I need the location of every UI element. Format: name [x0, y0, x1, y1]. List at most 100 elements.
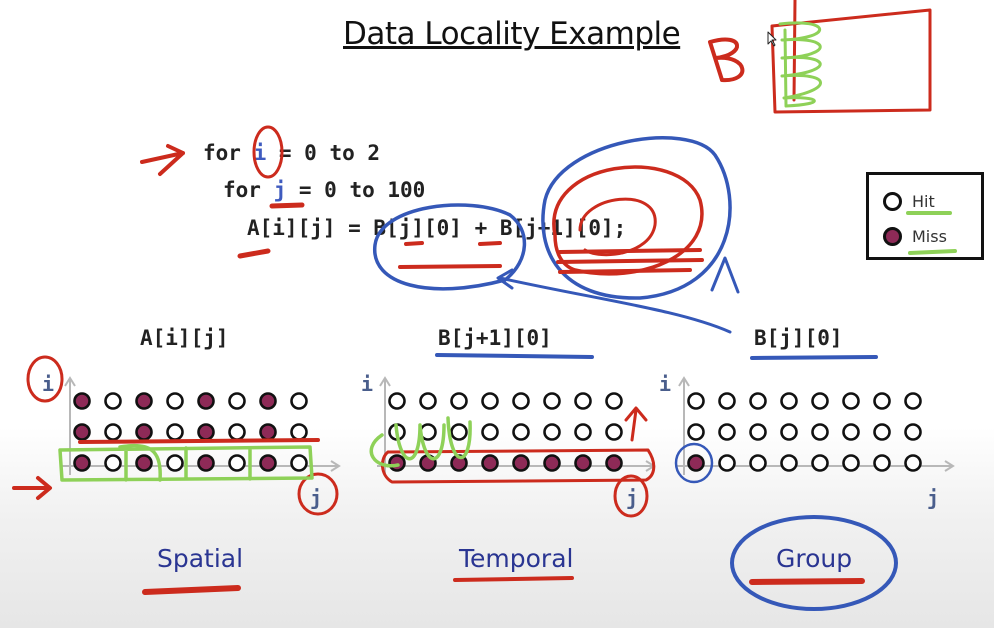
- grid-A-hit-dot: [228, 392, 246, 410]
- code-line-inner-loop: for j = 0 to 100: [223, 178, 425, 202]
- caption-spatial-underline: [142, 585, 241, 595]
- grid-A-hit-dot: [104, 454, 122, 472]
- cursor-icon: [767, 31, 777, 47]
- grid-Bj0-hit-dot: [842, 392, 860, 410]
- caption-group-circle: [730, 515, 898, 611]
- caption-spatial: Spatial: [157, 544, 244, 573]
- sketch-letter-B: [708, 37, 745, 83]
- sketch-matrix-box: [770, 8, 932, 114]
- grid-A-hit-dot: [228, 423, 246, 441]
- grid-A-hit-dot: [104, 423, 122, 441]
- grid-Bj0-hit-dot: [904, 423, 922, 441]
- grid-Bj0-hit-dot: [780, 454, 798, 472]
- grid-A-miss-dot: [197, 392, 215, 410]
- up-arrow: [710, 256, 740, 294]
- grid-A-j-circle: [297, 472, 339, 516]
- grid-Bj0-hit-dot: [811, 423, 829, 441]
- legend-miss-underline: [908, 249, 957, 255]
- grid-Bj1-hit-dot: [574, 423, 592, 441]
- grid-Bj1-hit-dot: [481, 392, 499, 410]
- code-keyword: for: [223, 178, 274, 202]
- grid-A-miss-dot: [135, 392, 153, 410]
- grid-Bj0-hit-dot: [749, 454, 767, 472]
- grid-Bj0-miss-circle: [674, 442, 714, 484]
- miss-marker-icon: [883, 227, 902, 246]
- grid-A-x-axis-label: j: [310, 486, 323, 510]
- grid-Bj1-hit-dot: [512, 423, 530, 441]
- grid-Bj0-hit-dot: [780, 392, 798, 410]
- loop-var-i: i: [253, 141, 267, 165]
- grid-Bj0-hit-dot: [718, 423, 736, 441]
- grid-A-miss-dot: [73, 454, 91, 472]
- legend-hit-label: Hit: [912, 192, 935, 211]
- grid-Bj0-hit-dot: [904, 454, 922, 472]
- grid-Bj0-hit-dot: [811, 392, 829, 410]
- grid-A-label: A[i][j]: [140, 326, 229, 350]
- grid-Bj0-x-axis-label: j: [927, 486, 940, 510]
- caption-temporal-underline: [453, 576, 574, 582]
- hit-marker-icon: [883, 192, 902, 211]
- grid-Bj1-miss-dot: [574, 454, 592, 472]
- grid-Bj1-label: B[j+1][0]: [438, 326, 552, 350]
- grid-Bj0-hit-dot: [873, 392, 891, 410]
- grid-A-miss-dot: [197, 454, 215, 472]
- grid-Bj1-miss-dot: [605, 454, 623, 472]
- grid-A-hit-dot: [290, 392, 308, 410]
- grid-A-row-arrow: [12, 476, 52, 500]
- grid-Bj1-red-up-arrow: [624, 406, 648, 442]
- grid-A-miss-dot: [73, 392, 91, 410]
- grid-Bj1-hit-dot: [543, 423, 561, 441]
- grid-Bj1-x-axis-label: j: [626, 486, 639, 510]
- grid-Bj0-hit-dot: [811, 454, 829, 472]
- loop-var-j: j: [273, 178, 287, 202]
- grid-A-hit-dot: [166, 423, 184, 441]
- grid-Bj1-y-axis-label: i: [361, 372, 374, 396]
- grid-Bj0-label: B[j][0]: [754, 326, 843, 350]
- grid-Bj0-miss-dot: [687, 454, 705, 472]
- dots-layer: [73, 392, 922, 472]
- caption-temporal: Temporal: [459, 544, 574, 573]
- legend: Hit Miss: [866, 172, 984, 260]
- grid-Bj0-hit-dot: [842, 454, 860, 472]
- grid-Bj1-hit-dot: [450, 423, 468, 441]
- grid-A-hit-dot: [290, 423, 308, 441]
- loop-var-j-underline: [269, 202, 305, 209]
- grid-Bj1-miss-dot: [388, 454, 406, 472]
- grid-Bj1-miss-dot: [481, 454, 499, 472]
- grid-Bj1-hit-dot: [450, 392, 468, 410]
- grid-Bj0-hit-dot: [780, 423, 798, 441]
- bj1-red-circle: [552, 165, 704, 276]
- legend-hit: Hit: [883, 192, 935, 211]
- grid-Bj1-label-underline: [435, 353, 594, 359]
- grid-Bj1-hit-dot: [512, 392, 530, 410]
- caption-group-underline: [749, 578, 865, 585]
- bj0-red-underline: [398, 241, 502, 269]
- grid-Bj1-hit-dot: [543, 392, 561, 410]
- code-line-outer-loop: for i = 0 to 2: [203, 141, 380, 165]
- grid-Bj0-hit-dot: [718, 454, 736, 472]
- grid-Bj1-red-frame: [381, 448, 656, 484]
- grid-Bj0-hit-dot: [718, 392, 736, 410]
- grid-A-hit-dot: [228, 454, 246, 472]
- reuse-arrow: [496, 268, 732, 334]
- grid-Bj1-hit-dot: [574, 392, 592, 410]
- grid-A-miss-dot: [73, 423, 91, 441]
- grid-Bj0-hit-dot: [904, 392, 922, 410]
- grid-Bj0-hit-dot: [687, 392, 705, 410]
- code-line-statement: A[i][j] = B[j][0] + B[j+1][0];: [247, 216, 627, 240]
- grid-A-miss-dot: [135, 423, 153, 441]
- code-range: = 0 to 100: [286, 178, 426, 202]
- grid-Bj0-y-axis-label: i: [659, 372, 672, 396]
- grid-Bj1-green-loops: [369, 416, 472, 468]
- outer-loop-arrow: [140, 144, 185, 176]
- grid-Bj1-hit-dot: [605, 392, 623, 410]
- statement-lhs-mark: [237, 248, 271, 259]
- grid-Bj0-hit-dot: [687, 423, 705, 441]
- code-range: = 0 to 2: [266, 141, 381, 165]
- grid-A-green-blocks: [58, 443, 314, 482]
- grid-Bj1-hit-dot: [388, 392, 406, 410]
- grid-Bj1-miss-dot: [543, 454, 561, 472]
- ink-annotations: [12, 0, 957, 611]
- grid-Bj1-miss-dot: [512, 454, 530, 472]
